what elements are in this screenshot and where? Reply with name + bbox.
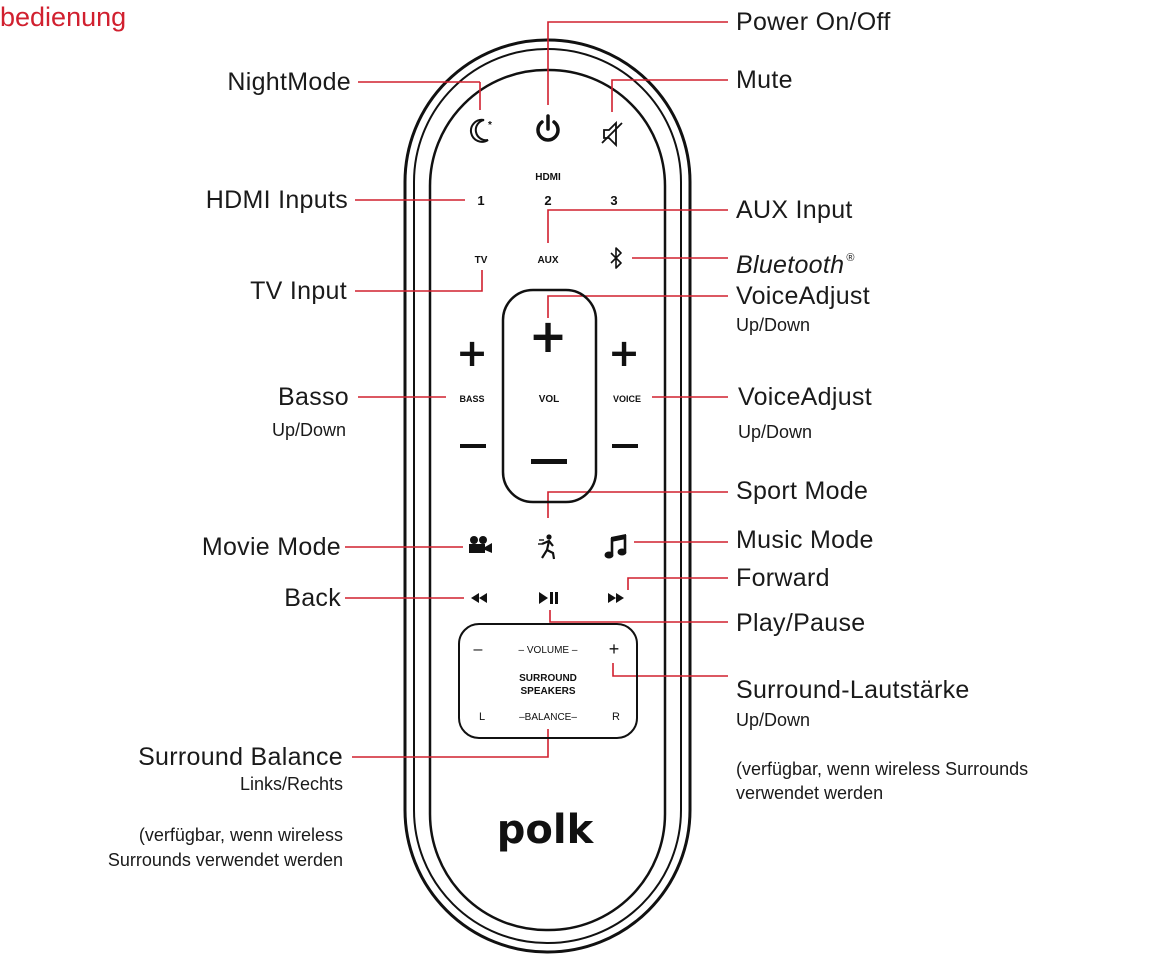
callout-surround-volume: Surround-Lautstärke xyxy=(736,676,970,704)
callout-surround-volume-note-1: (verfügbar, wenn wireless Surrounds xyxy=(736,759,1029,779)
callout-forward: Forward xyxy=(736,564,830,592)
movie-camera-icon[interactable] xyxy=(469,536,492,553)
callout-surround-balance: Surround Balance xyxy=(138,743,343,771)
callout-sport-mode: Sport Mode xyxy=(736,477,869,505)
sport-icon[interactable] xyxy=(538,534,556,560)
vol-plus-button[interactable]: + xyxy=(529,309,568,363)
bluetooth-icon[interactable] xyxy=(610,247,622,269)
hdmi-header: HDMI xyxy=(535,172,561,183)
callout-tv-input: TV Input xyxy=(250,277,347,305)
callout-bluetooth: Bluetooth® xyxy=(736,244,855,279)
callout-voiceadjust-2-sub: Up/Down xyxy=(738,422,813,442)
hdmi-3-button[interactable]: 3 xyxy=(610,193,617,208)
leader-tv xyxy=(355,270,483,292)
aux-button[interactable]: AUX xyxy=(537,255,558,266)
callout-aux-input: AUX Input xyxy=(736,196,853,224)
fast-forward-icon[interactable] xyxy=(608,593,624,603)
hdmi-2-button[interactable]: 2 xyxy=(544,193,551,208)
registered-mark: ® xyxy=(846,252,855,264)
callout-surround-volume-sub: Up/Down xyxy=(736,710,811,730)
surround-minus-button[interactable]: – xyxy=(474,641,483,658)
callout-surround-balance-note-2: Surrounds verwendet werden xyxy=(107,850,343,870)
callout-surround-balance-note-1: (verfügbar, wenn wireless xyxy=(138,825,343,845)
balance-label: –BALANCE– xyxy=(519,712,577,723)
callout-music-mode: Music Mode xyxy=(736,526,874,554)
bluetooth-text: Bluetooth xyxy=(736,251,845,279)
leader-surround-volume xyxy=(612,663,728,677)
leader-aux xyxy=(547,209,728,243)
hdmi-1-button[interactable]: 1 xyxy=(477,193,484,208)
callout-surround-balance-sub: Links/Rechts xyxy=(239,774,343,794)
leader-mute xyxy=(611,79,728,112)
callout-basso: Basso xyxy=(278,383,349,411)
page-title: bedienung xyxy=(0,2,127,32)
polk-logo: polk xyxy=(497,807,595,853)
voice-plus-button[interactable]: + xyxy=(608,331,640,375)
callout-mute: Mute xyxy=(736,66,793,94)
leader-sport xyxy=(547,491,728,518)
leader-power xyxy=(547,21,728,105)
vol-label: VOL xyxy=(539,394,560,405)
svg-text:*: * xyxy=(488,120,492,131)
leader-playpause xyxy=(549,610,728,623)
music-note-icon[interactable] xyxy=(604,534,627,559)
balance-right-button[interactable]: R xyxy=(612,711,620,723)
surround-label-line2: SPEAKERS xyxy=(520,686,575,697)
leader-surround-balance xyxy=(352,729,549,758)
power-icon[interactable] xyxy=(536,114,560,142)
callout-back: Back xyxy=(284,584,341,612)
surround-label-line1: SURROUND xyxy=(519,673,577,684)
surround-panel xyxy=(458,623,638,739)
callout-movie-mode: Movie Mode xyxy=(201,533,341,561)
surround-plus-button[interactable]: + xyxy=(609,639,620,659)
balance-left-button[interactable]: L xyxy=(479,711,485,723)
callout-nightmode: NightMode xyxy=(227,68,351,96)
callout-voiceadjust-1: VoiceAdjust xyxy=(736,282,870,310)
bass-label: BASS xyxy=(459,394,484,404)
volume-rocker xyxy=(501,288,598,504)
callout-play-pause: Play/Pause xyxy=(736,609,866,637)
moon-icon[interactable]: * xyxy=(469,118,492,143)
rewind-icon[interactable] xyxy=(471,593,487,603)
bass-minus-button[interactable] xyxy=(460,444,486,448)
voice-minus-button[interactable] xyxy=(612,444,638,448)
callout-basso-sub: Up/Down xyxy=(271,420,346,440)
voice-label: VOICE xyxy=(613,394,641,404)
callout-voiceadjust-1-sub: Up/Down xyxy=(736,315,811,335)
vol-minus-button[interactable] xyxy=(531,459,567,464)
mute-icon[interactable] xyxy=(601,120,623,148)
callout-hdmi-inputs: HDMI Inputs xyxy=(205,186,348,214)
play-pause-icon[interactable] xyxy=(539,592,558,604)
leader-forward xyxy=(627,577,728,590)
callout-voiceadjust-2: VoiceAdjust xyxy=(738,383,872,411)
surround-volume-label: – VOLUME – xyxy=(519,645,578,656)
bass-plus-button[interactable]: + xyxy=(456,331,488,375)
callout-surround-volume-note-2: verwendet werden xyxy=(736,783,884,803)
tv-button[interactable]: TV xyxy=(475,255,488,266)
leader-vol xyxy=(547,295,728,318)
callout-power: Power On/Off xyxy=(736,8,891,36)
